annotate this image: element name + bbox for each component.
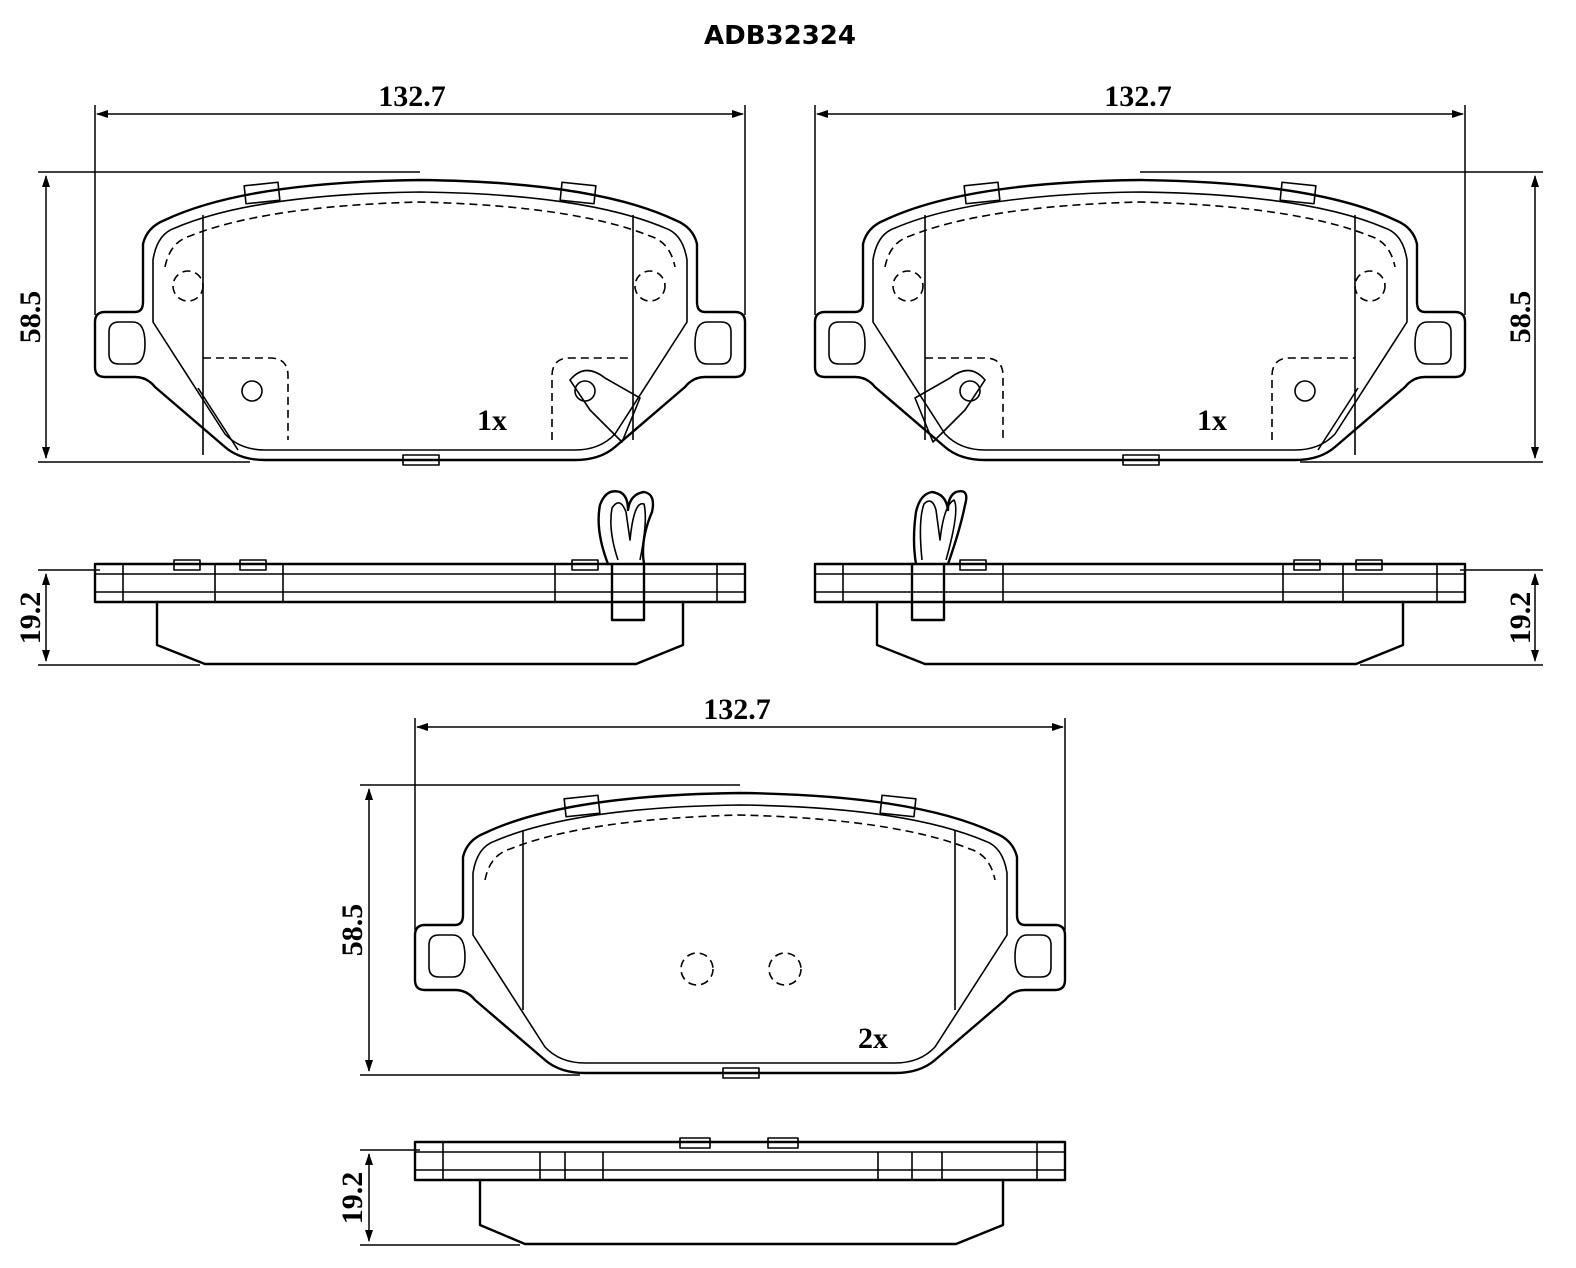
rivet-hole-icon xyxy=(768,952,802,986)
rivet-hole-icon xyxy=(634,270,666,302)
pad-2-height-dimension: 58.5 xyxy=(1140,171,1543,463)
pad-3-width-label: 132.7 xyxy=(703,693,771,726)
pad-1-thickness-dimension: 19.2 xyxy=(14,569,200,666)
rivet-hole-icon xyxy=(1354,270,1386,302)
rivet-hole-icon xyxy=(680,952,714,986)
pad-1-width-label: 132.7 xyxy=(378,80,446,113)
pad-2-front-view: 1x xyxy=(813,178,1467,467)
pad-1-side-view xyxy=(93,490,747,666)
pad-1-front-view: 1x xyxy=(93,178,747,467)
pad-1-thickness-label: 19.2 xyxy=(14,592,47,645)
pad-1-quantity: 1x xyxy=(477,404,507,437)
pad-2-height-label: 58.5 xyxy=(1504,291,1537,344)
pad-1-width-dimension: 132.7 xyxy=(94,80,746,315)
pad-3-thickness-dimension: 19.2 xyxy=(336,1149,520,1246)
pad-3-height-dimension: 58.5 xyxy=(336,784,740,1076)
pad-2-quantity: 1x xyxy=(1197,404,1227,437)
pad-3-thickness-label: 19.2 xyxy=(336,1172,369,1225)
pad-2-thickness-label: 19.2 xyxy=(1504,592,1537,645)
pad-2-thickness-dimension: 19.2 xyxy=(1360,569,1543,666)
rivet-hole-icon xyxy=(892,270,924,302)
rivet-hole-icon xyxy=(172,270,204,302)
pad-3-front-view: 2x xyxy=(413,791,1067,1080)
pad-2-width-dimension: 132.7 xyxy=(814,80,1466,315)
part-number-title: ADB32324 xyxy=(704,21,856,51)
pad-2-side-view xyxy=(813,490,1467,666)
pad-1-height-dimension: 58.5 xyxy=(14,171,420,463)
pad-3-side-view xyxy=(413,1137,1067,1246)
pad-3-quantity: 2x xyxy=(858,1022,888,1055)
pad-2-width-label: 132.7 xyxy=(1104,80,1172,113)
pad-3-width-dimension: 132.7 xyxy=(414,693,1066,930)
pad-1-height-label: 58.5 xyxy=(14,291,47,344)
pad-3-height-label: 58.5 xyxy=(336,904,369,957)
